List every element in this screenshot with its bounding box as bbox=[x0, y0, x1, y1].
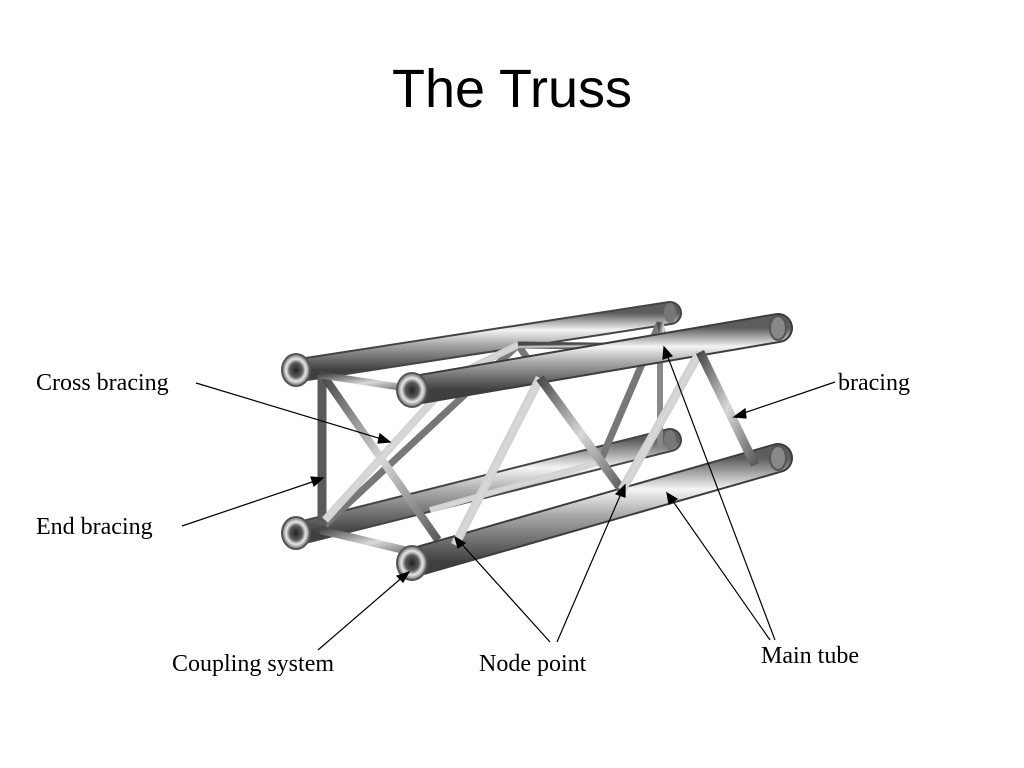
leader-end-bracing bbox=[181, 476, 325, 527]
end-bracing bbox=[317, 371, 442, 559]
label-coupling-system: Coupling system bbox=[172, 651, 335, 677]
leader-coupling-system bbox=[317, 570, 411, 651]
couplings bbox=[281, 303, 787, 581]
main-tubes-front bbox=[400, 313, 793, 577]
leader-lines bbox=[181, 345, 836, 651]
leader-cross-bracing bbox=[195, 382, 392, 444]
leader-node-point bbox=[454, 483, 626, 643]
label-node-point: Node point bbox=[479, 651, 587, 677]
label-main-tube: Main tube bbox=[761, 643, 859, 669]
front-bracing bbox=[436, 345, 764, 548]
leader-bracing bbox=[732, 381, 836, 419]
label-bracing: bracing bbox=[838, 370, 910, 396]
label-end-bracing: End bracing bbox=[36, 514, 153, 540]
label-cross-bracing: Cross bracing bbox=[36, 370, 169, 396]
slide-title: The Truss bbox=[391, 59, 633, 119]
leader-main-tube bbox=[662, 345, 776, 641]
